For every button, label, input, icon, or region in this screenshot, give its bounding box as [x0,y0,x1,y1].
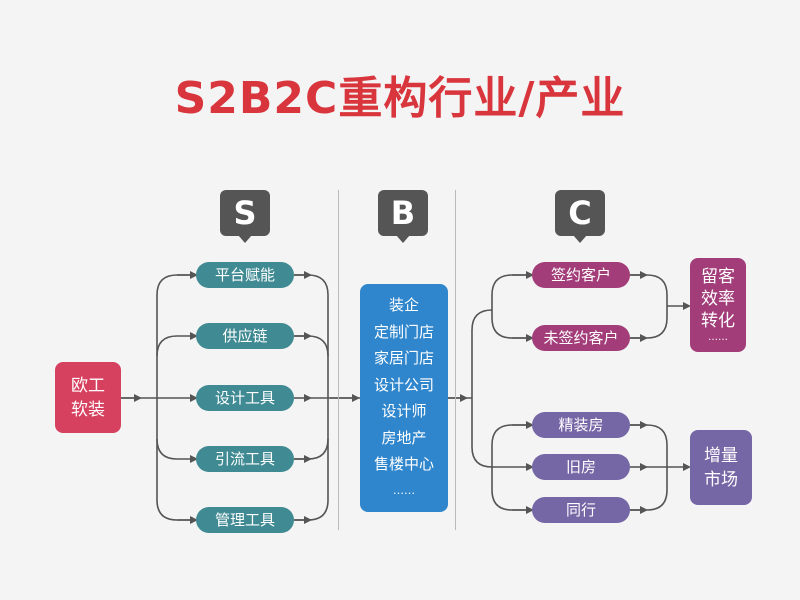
b-item: 家居门店 [373,349,434,367]
b-item: 售楼中心 [373,455,434,473]
result-line: …… [708,332,728,343]
source-line: 欧工 [71,375,105,396]
b-item: …… [393,483,415,497]
section-badge-b: B [378,190,428,243]
c-upper-result-box: 留客 效率 转化 …… [690,258,746,352]
c-lower-result-box: 增量 市场 [690,430,752,505]
b-item: 装企 [388,296,419,314]
result-line: 效率 [701,289,735,309]
c-lower-item: 旧房 [532,454,630,480]
c-upper-item: 签约客户 [532,262,630,288]
s-item: 平台赋能 [196,262,294,288]
page-title: S2B2C重构行业/产业 [174,73,626,124]
section-badge-s: S [220,190,270,243]
result-line: 留客 [701,267,735,287]
s-item: 管理工具 [196,507,294,533]
section-badge-c: C [555,190,605,243]
divider-s-b [338,190,339,530]
result-line: 转化 [701,311,735,331]
divider-b-c [455,190,456,530]
c-upper-item: 未签约客户 [532,325,630,351]
b-item: 房地产 [381,428,427,447]
b-item: 设计公司 [373,375,434,394]
result-line: 增量 [704,445,738,466]
c-lower-item: 同行 [532,497,630,523]
source-box: 欧工 软装 [55,362,121,433]
b-box: 装企 定制门店 家居门店 设计公司 设计师 房地产 售楼中心 …… [360,284,448,512]
b-item: 定制门店 [373,322,434,341]
c-lower-item: 精装房 [532,412,630,438]
s-item: 供应链 [196,323,294,349]
b-item: 设计师 [381,402,427,420]
s-item: 引流工具 [196,446,294,472]
result-line: 市场 [704,469,738,490]
s-item: 设计工具 [196,385,294,411]
source-line: 软装 [71,399,105,420]
